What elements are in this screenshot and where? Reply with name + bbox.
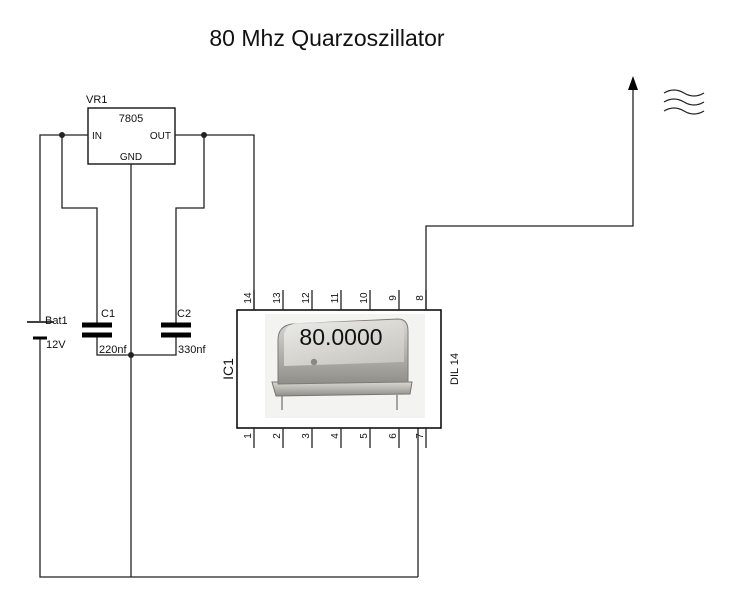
wire-pin8-antenna (425, 85, 634, 310)
ic-pin-number-bottom: 1 (243, 433, 254, 439)
ic-pin-number-top: 14 (243, 292, 254, 304)
wire-c2-bottom (131, 335, 177, 356)
capacitor-c2: C2 330nf (161, 308, 206, 356)
regulator-part: 7805 (119, 113, 143, 125)
battery-value: 12V (46, 339, 66, 351)
junction-gnd (128, 352, 134, 358)
ic-pin-number-bottom: 6 (388, 433, 399, 439)
wave-line (663, 89, 705, 97)
c1-value: 220nf (99, 344, 127, 356)
wave-line (663, 107, 705, 115)
ic-ref: IC1 (220, 358, 236, 380)
regulator-ref: VR1 (86, 94, 107, 106)
wire-c1-bottom (96, 335, 131, 356)
voltage-regulator: VR1 7805 IN OUT GND (86, 94, 176, 165)
crystal-oscillator-image: 80.0000 (265, 314, 425, 418)
wire-c1-top (61, 135, 98, 325)
crystal-marking: 80.0000 (299, 324, 382, 350)
ic-pin-number-top: 9 (388, 295, 399, 301)
wire-in-to-battery (39, 134, 88, 321)
ic-pin-number-bottom: 4 (330, 433, 341, 439)
ic-pin-number-bottom: 7 (415, 433, 426, 439)
battery-ref: Bat1 (45, 315, 68, 327)
ic-pin-number-top: 11 (330, 292, 341, 303)
regulator-body (87, 107, 176, 165)
crystal-top-face (284, 320, 404, 366)
ic-pin-labels: 14 1 13 2 12 3 11 4 10 5 9 6 8 7 (243, 292, 426, 439)
ic-pin-number-top: 12 (301, 292, 312, 304)
radio-waves-icon (663, 89, 705, 115)
ic-pin-number-top: 13 (272, 292, 283, 304)
regulator-pin-in: IN (92, 131, 102, 142)
c1-ref: C1 (101, 308, 115, 320)
c2-value: 330nf (178, 344, 206, 356)
wire-ground-rail (39, 339, 418, 578)
junctions (59, 132, 207, 358)
junction-out (201, 132, 207, 138)
junction-in (59, 132, 65, 138)
wire-c2-top (175, 135, 205, 325)
battery: Bat1 12V (27, 315, 68, 351)
regulator-pin-gnd: GND (120, 152, 142, 163)
ic-pin-stubs (253, 290, 427, 448)
wire-out-to-pin14 (175, 134, 255, 310)
antenna (628, 76, 638, 90)
c2-ref: C2 (177, 308, 191, 320)
ic-package-label: DIL 14 (449, 353, 461, 385)
ic-package: 14 1 13 2 12 3 11 4 10 5 9 6 8 7 IC1 DIL 14 80.0000 (220, 290, 461, 448)
schematic-title: 80 Mhz Quarzoszillator (209, 25, 445, 51)
ic-pin-number-bottom: 3 (301, 433, 312, 439)
ic-pin-number-top: 8 (415, 295, 426, 301)
wave-line (663, 98, 705, 106)
wires (39, 85, 634, 578)
capacitor-c1: C1 220nf (82, 308, 127, 356)
ic-pin-number-bottom: 5 (359, 433, 370, 439)
regulator-pin-out: OUT (150, 131, 171, 142)
ic-pin-number-top: 10 (359, 292, 370, 304)
ic-pin-number-bottom: 2 (272, 433, 283, 439)
crystal-pin1-dot (310, 358, 318, 366)
antenna-arrow-icon (628, 76, 638, 90)
